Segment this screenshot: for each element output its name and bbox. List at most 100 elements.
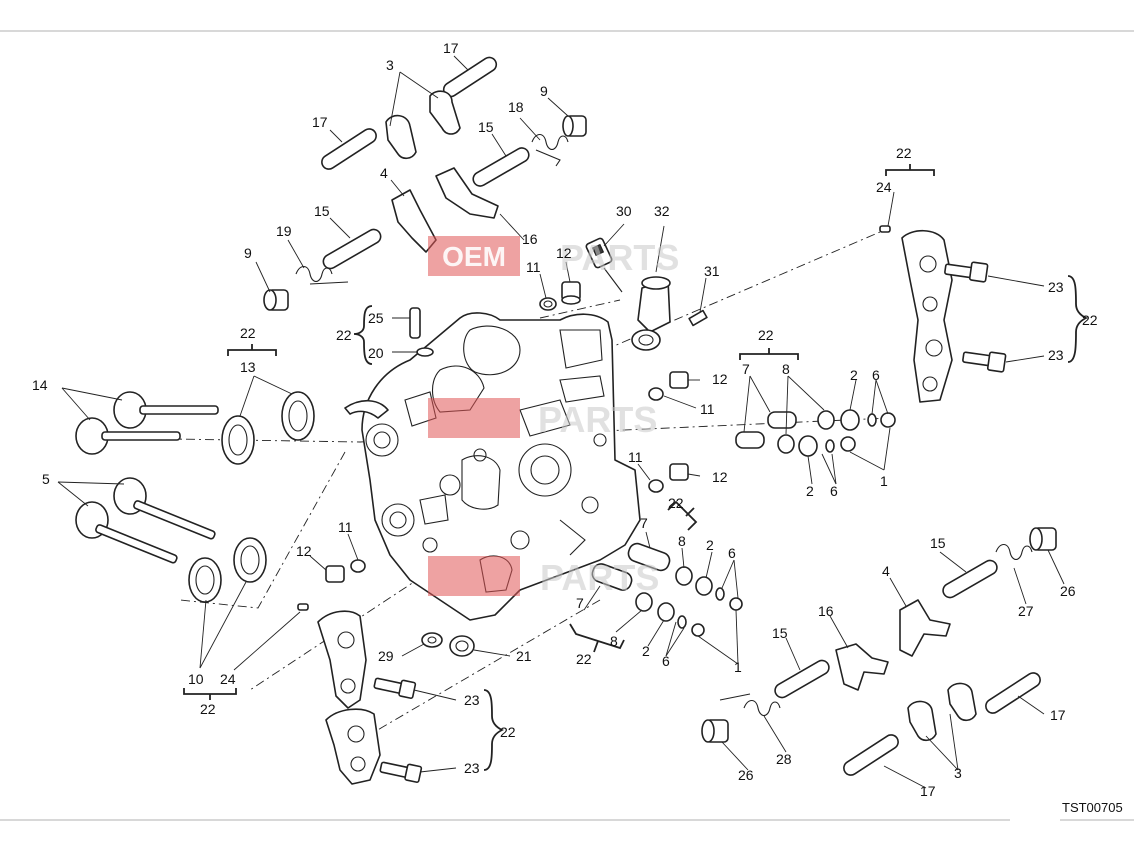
callout-11-right-b: 11 [628, 449, 643, 465]
callout-23-c: 23 [1048, 279, 1064, 295]
valve-seat-13-b [281, 391, 315, 441]
callout-22-a: 22 [336, 327, 352, 343]
callout-6-a: 6 [872, 367, 880, 383]
callout-29: 29 [378, 648, 394, 664]
spring-8-a [817, 410, 835, 430]
callout-26-br: 26 [1060, 583, 1076, 599]
watermark-oem-box-top [428, 236, 520, 276]
callout-21: 21 [516, 648, 532, 664]
callout-15-top: 15 [478, 119, 494, 135]
watermark-parts-bottom: PARTS [540, 557, 659, 598]
dowel-25 [409, 307, 421, 339]
valve-seat-10-b [233, 537, 267, 583]
callout-2-d: 2 [642, 643, 650, 659]
callout-12-top: 12 [556, 245, 572, 261]
lower-left-group [297, 559, 475, 785]
callout-5: 5 [42, 471, 50, 487]
callout-24-right: 24 [876, 179, 892, 195]
spring-19 [295, 265, 349, 285]
collet-6-c [715, 587, 725, 601]
callout-4-top: 4 [380, 165, 388, 181]
sensor-group-top [409, 237, 708, 357]
watermark: OEM PARTS PARTS PARTS [428, 236, 679, 598]
cam-caps-right [879, 225, 1007, 403]
leader-lines [57, 55, 1065, 789]
spring-8-d [635, 592, 653, 612]
cam-cap-22-upper [317, 610, 367, 709]
callout-23-b: 23 [464, 760, 480, 776]
callout-1-a: 1 [880, 473, 888, 489]
callout-19: 19 [276, 223, 292, 239]
retainer-2-d [657, 602, 675, 622]
callout-25: 25 [368, 310, 384, 326]
callout-22-h: 22 [668, 495, 684, 511]
rocker-arm-3-br-b [907, 700, 937, 742]
callout-22-f: 22 [1082, 312, 1098, 328]
callout-9-top: 9 [540, 83, 548, 99]
washer-11-right-b [648, 479, 664, 493]
bolt-23-lower-a [373, 677, 417, 699]
callout-22-g: 22 [758, 327, 774, 343]
collet-6-b [825, 439, 835, 453]
callout-20: 20 [368, 345, 384, 361]
callout-6-d: 6 [662, 653, 670, 669]
washer-11-right-a [648, 387, 664, 401]
plug-12-right-b [669, 463, 689, 481]
tappets-upper [648, 371, 896, 493]
washer-29 [421, 632, 443, 648]
callout-9-left: 9 [244, 245, 252, 261]
callout-24-left: 24 [220, 671, 236, 687]
drawing-code: TST00705 [1062, 800, 1123, 815]
collet-6-d [677, 615, 687, 629]
rocker-shaft-15-right [472, 147, 530, 187]
callout-7-a: 7 [742, 361, 750, 377]
cylinder-head [344, 312, 641, 621]
callout-27: 27 [1018, 603, 1034, 619]
callout-8-b: 8 [678, 533, 686, 549]
collet-6-a [867, 413, 877, 427]
callout-16-top: 16 [522, 231, 538, 247]
callout-7-b: 7 [640, 515, 648, 531]
watermark-parts-top: PARTS [560, 237, 679, 278]
dowel-24-right [879, 225, 891, 233]
valve-seat-13-a [221, 415, 255, 465]
rocker-arm-4-br [899, 599, 951, 657]
bolt-23-right-b [962, 351, 1007, 373]
callout-18: 18 [508, 99, 524, 115]
tappet-7-d [591, 563, 633, 591]
callout-2-a: 2 [850, 367, 858, 383]
cap-9-left [263, 289, 289, 311]
callout-22-b: 22 [240, 325, 256, 341]
callout-12-right-b: 12 [712, 469, 728, 485]
callout-6-b: 6 [830, 483, 838, 499]
shim-1-b [840, 436, 856, 452]
callout-22-e: 22 [896, 145, 912, 161]
callout-12-left: 12 [296, 543, 312, 559]
valve-seat-10-a [188, 557, 222, 603]
valves-left [75, 391, 315, 603]
callout-8-c: 8 [610, 633, 618, 649]
tappet-7-c [627, 542, 671, 572]
dowel-24-left [297, 603, 309, 611]
water-fitting-32 [631, 276, 671, 351]
callout-2-c: 2 [706, 537, 714, 553]
callout-15-bl: 15 [772, 625, 788, 641]
plug-12-left [325, 565, 345, 583]
cam-cap-22-right [901, 229, 953, 403]
valve-14-a [113, 391, 219, 429]
tappet-7-b [735, 431, 765, 449]
callout-15-left: 15 [314, 203, 330, 219]
rocker-arm-3-left [385, 114, 417, 160]
callout-10: 10 [188, 671, 204, 687]
retainer-2-a [840, 409, 860, 431]
callout-11-top: 11 [526, 259, 541, 275]
rocker-arm-16-br [835, 643, 889, 691]
cap-26-bl [701, 719, 729, 743]
bolt-23-lower-b [379, 761, 423, 783]
rocker-shaft-15-left [322, 228, 382, 270]
callout-13: 13 [240, 359, 256, 375]
callout-2-b: 2 [806, 483, 814, 499]
screw-31 [688, 309, 708, 327]
callout-11-right-a: 11 [700, 401, 715, 417]
rocker-shaft-17-br [985, 672, 1041, 714]
